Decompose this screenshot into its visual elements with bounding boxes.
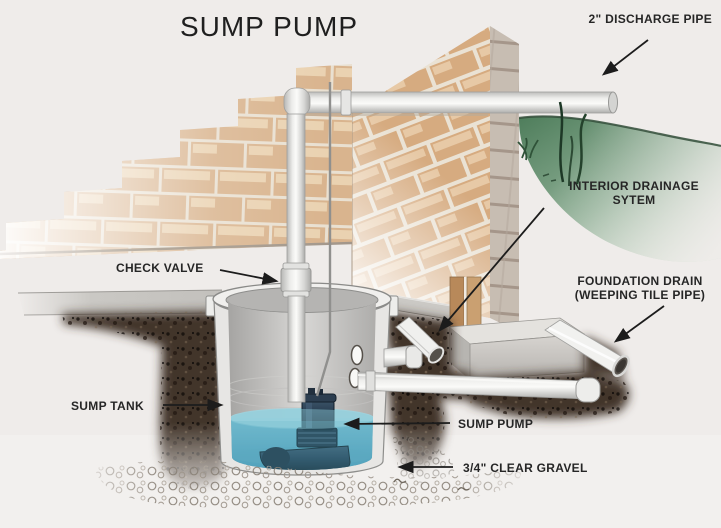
grass-blades: [517, 101, 588, 187]
concrete-footing: [447, 317, 586, 381]
check-valve-label: CHECK VALVE: [116, 261, 204, 275]
sump-pump-label: SUMP PUMP: [458, 417, 533, 431]
interior-drainage-pipe: [383, 316, 445, 369]
sump-pump-illustration: [259, 388, 351, 470]
discharge-pipe: [280, 87, 618, 403]
foundation-drain-label-line1: FOUNDATION DRAIN: [577, 274, 702, 288]
weeping-tile-pipe: [357, 370, 601, 403]
interior-drainage-label-line1: INTERIOR DRAINAGE: [569, 179, 699, 193]
foundation-drain-pipe: [544, 319, 630, 378]
check-valve-arrow: [219, 269, 279, 285]
interior-drainage-arrow: [438, 207, 545, 333]
gravel-squiggles: [393, 478, 470, 491]
float-switch-cable: [315, 82, 332, 397]
sump-pump-arrow: [343, 417, 451, 431]
interior-drainage-label-line2: SYTEM: [613, 193, 656, 207]
page-title: SUMP PUMP: [180, 11, 358, 42]
discharge-pipe-arrow: [601, 39, 649, 76]
grass-mound: [518, 115, 721, 262]
clear-gravel-label: 3/4" CLEAR GRAVEL: [463, 461, 588, 475]
foundation-drain-arrow: [613, 305, 665, 343]
wall-base-bricks: [449, 276, 482, 331]
stepped-brick-wall: [0, 64, 353, 259]
arrows: [163, 39, 665, 474]
gravel-bed: [95, 460, 521, 510]
discharge-pipe-label: 2" DISCHARGE PIPE: [589, 12, 712, 26]
wall-outer-edge: [490, 26, 519, 332]
check-valve-illustration: [280, 262, 312, 298]
sump-tank-label: SUMP TANK: [71, 399, 144, 413]
foundation-drain-label-line2: (WEEPING TILE PIPE): [575, 288, 705, 302]
